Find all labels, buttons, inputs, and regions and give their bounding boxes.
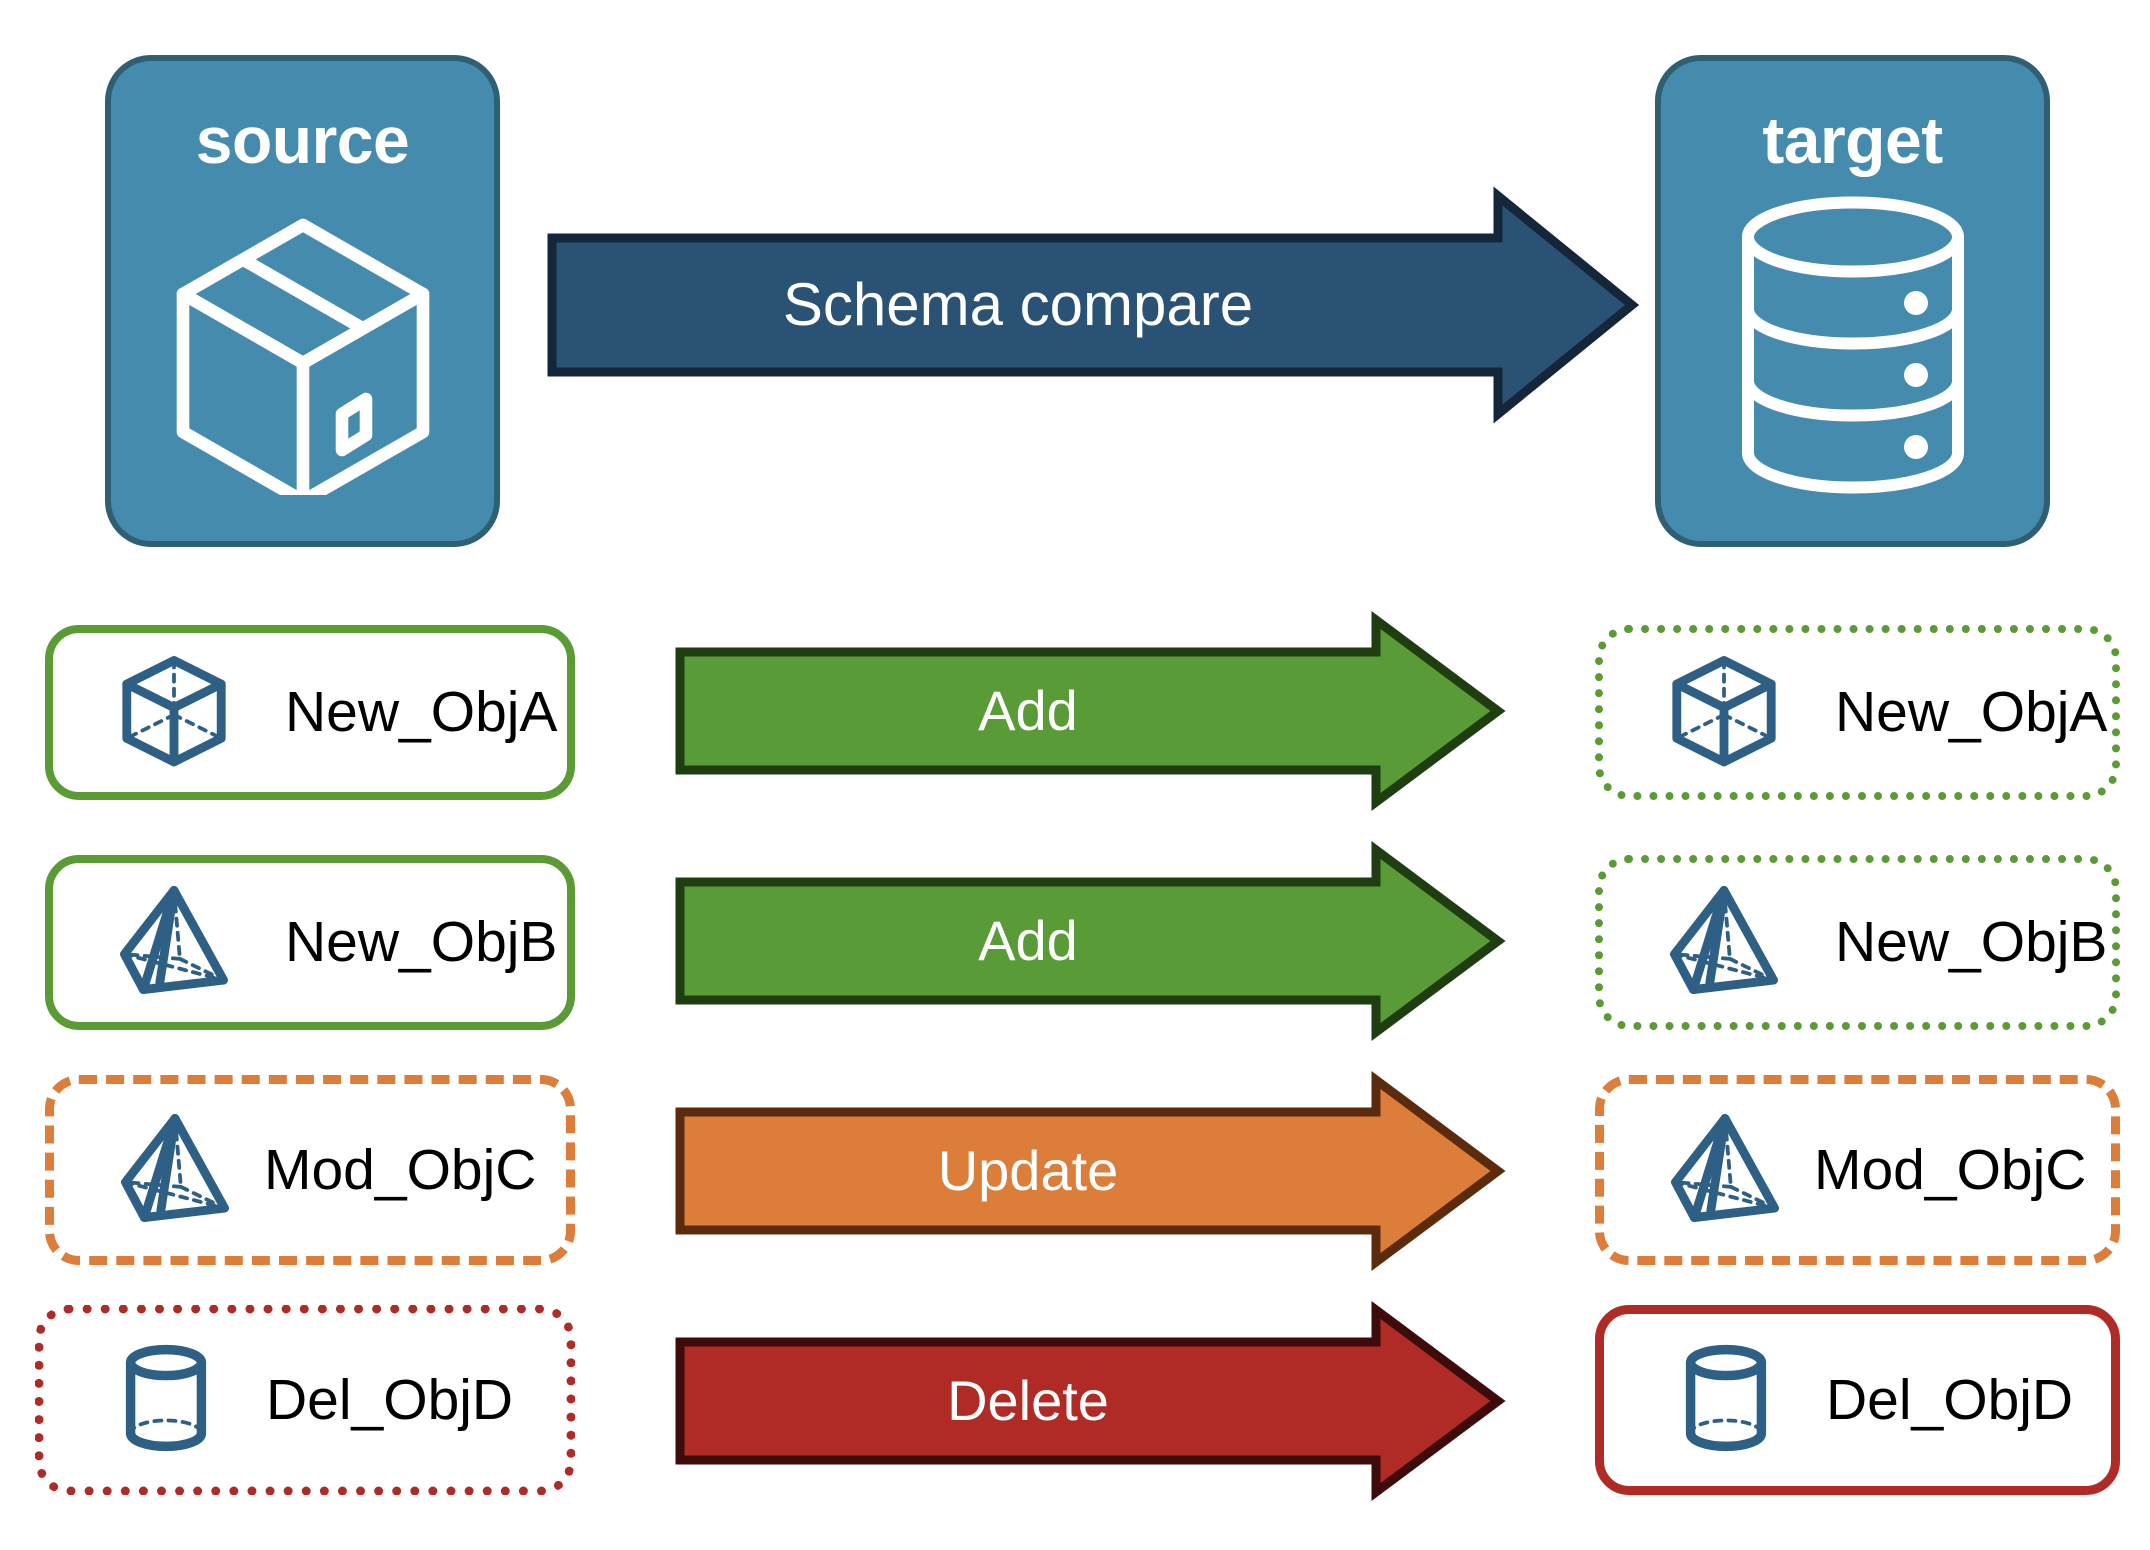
target-object-box[interactable]: New_ObjB xyxy=(1595,855,2120,1030)
source-object-label: New_ObjB xyxy=(285,910,558,974)
source-object-box[interactable]: Mod_ObjC xyxy=(45,1075,575,1265)
schema-compare-arrow[interactable]: Schema compare xyxy=(547,186,1640,424)
source-object-label: Del_ObjD xyxy=(266,1367,514,1432)
source-endpoint-card[interactable]: source xyxy=(105,55,500,547)
source-title: source xyxy=(195,103,410,177)
cylinder-wireframe-icon xyxy=(114,1339,218,1462)
cube-wireframe-icon xyxy=(115,651,233,774)
target-endpoint-card[interactable]: target xyxy=(1655,55,2050,547)
target-object-box[interactable]: Del_ObjD xyxy=(1595,1305,2120,1495)
target-title: target xyxy=(1762,103,1943,177)
pyramid-wireframe-icon xyxy=(1666,1109,1784,1232)
target-object-box[interactable]: Mod_ObjC xyxy=(1595,1075,2120,1265)
cylinder-wireframe-icon xyxy=(1674,1339,1778,1462)
pyramid-wireframe-icon xyxy=(116,1109,234,1232)
target-object-box[interactable]: New_ObjA xyxy=(1595,625,2120,800)
target-object-label: New_ObjA xyxy=(1835,680,2108,744)
action-arrow-add-1[interactable]: Add xyxy=(675,611,1506,811)
database-cylinder-icon xyxy=(1718,195,1988,500)
pyramid-wireframe-icon xyxy=(115,881,233,1004)
package-box-icon xyxy=(153,195,453,508)
source-object-box[interactable]: New_ObjA xyxy=(45,625,575,800)
action-arrow-delete[interactable]: Delete xyxy=(675,1301,1506,1501)
source-object-label: Mod_ObjC xyxy=(264,1137,537,1202)
source-object-box[interactable]: Del_ObjD xyxy=(35,1305,575,1495)
action-arrow-update[interactable]: Update xyxy=(675,1071,1506,1271)
source-object-label: New_ObjA xyxy=(285,680,558,744)
action-arrow-add-2[interactable]: Add xyxy=(675,841,1506,1041)
pyramid-wireframe-icon xyxy=(1665,881,1783,1004)
target-object-label: Del_ObjD xyxy=(1826,1367,2074,1432)
source-object-box[interactable]: New_ObjB xyxy=(45,855,575,1030)
target-object-label: Mod_ObjC xyxy=(1814,1137,2087,1202)
cube-wireframe-icon xyxy=(1665,651,1783,774)
target-object-label: New_ObjB xyxy=(1835,910,2108,974)
